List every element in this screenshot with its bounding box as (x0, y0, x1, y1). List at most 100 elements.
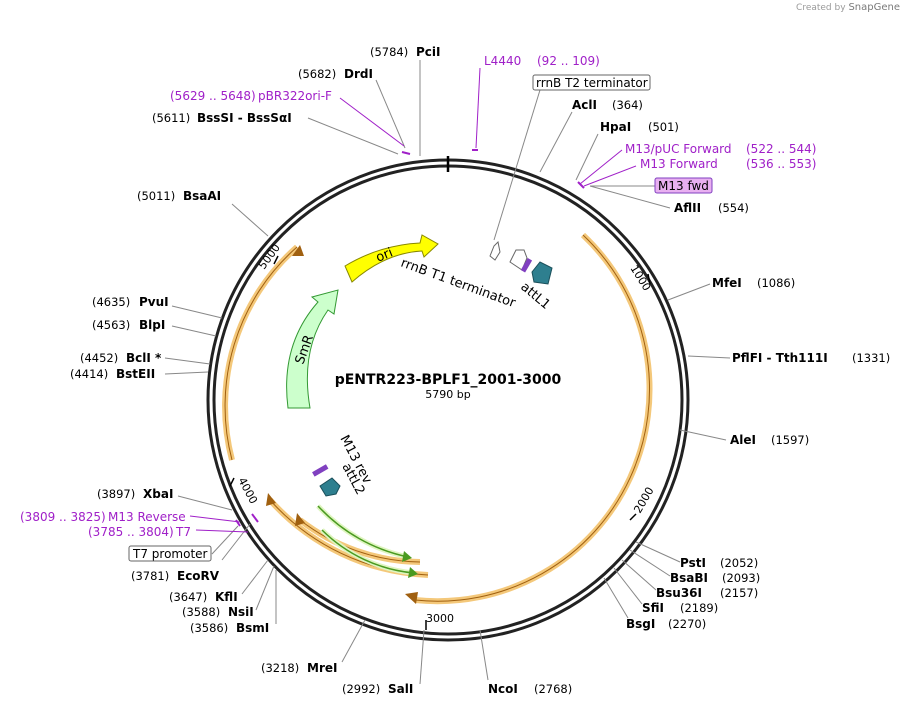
leader-l4440 (475, 67, 481, 149)
primer-l4440-range: (92 .. 109) (537, 54, 600, 68)
green-arrow-1-head (402, 551, 412, 562)
enzyme-bsu36i: Bsu36I (656, 586, 702, 600)
rrnb-t1-arrow (509, 249, 528, 271)
feature-smr: SmR (286, 289, 339, 409)
enzyme-bcli: BclI * (126, 351, 162, 365)
rrnb-t2-arrow (489, 240, 501, 261)
leader-t7 (195, 529, 249, 533)
attl1-label: attL1 (517, 280, 552, 313)
leader-mrei (341, 619, 366, 663)
primer-t7: T7 (175, 525, 191, 539)
enzyme-bsssi: BssSI - BssSαI (197, 111, 292, 125)
leader-m13fwd-primer (583, 165, 637, 187)
tick-label-4000: 4000 (235, 475, 260, 506)
enzyme-bsaai-pos: (5011) (137, 189, 175, 203)
leader-rrnb-t2 (493, 89, 541, 241)
leader-hpai (575, 133, 599, 181)
leader-bsaai (231, 203, 269, 237)
m13rev-mark (312, 464, 329, 477)
enzyme-kfli: KflI (215, 590, 238, 604)
enzyme-bsgi-pos: (2270) (668, 617, 706, 631)
enzyme-bsabi: BsaBI (670, 571, 708, 585)
enzyme-acli-pos: (364) (612, 98, 643, 112)
enzyme-alei: AleI (730, 433, 756, 447)
green-arrows (316, 504, 418, 578)
attl1-primer-mark (520, 257, 533, 273)
leader-bsteii (164, 371, 209, 375)
leader-bsssi (307, 117, 399, 155)
leader-bsabi (629, 549, 671, 577)
orf-arrow-left (292, 245, 304, 256)
enzyme-bsu36i-pos: (2157) (720, 586, 758, 600)
enzyme-kfli-pos: (3647) (169, 590, 207, 604)
leader-m13rev (189, 515, 241, 523)
enzyme-pflfi-pos: (1331) (852, 351, 890, 365)
leader-bsu36i (621, 559, 657, 591)
scale-ticks: 1000 2000 3000 4000 5000 (229, 241, 657, 630)
mark-pbr322ori (401, 151, 411, 155)
enzyme-nsii-pos: (3588) (182, 605, 220, 619)
enzyme-sfii: SfiI (642, 601, 664, 615)
enzyme-hpai: HpaI (600, 120, 631, 134)
enzyme-bsssi-pos: (5611) (152, 111, 190, 125)
enzyme-ncoi: NcoI (488, 682, 518, 696)
enzyme-psti-pos: (2052) (720, 556, 758, 570)
enzyme-acli: AclI (572, 98, 597, 112)
tick-label-3000: 3000 (426, 612, 454, 625)
primer-t7-range: (3785 .. 3804) (88, 525, 174, 539)
rrnb-t2-box (532, 74, 651, 91)
leader-ecorv (221, 523, 251, 561)
enzyme-bsteii-pos: (4414) (70, 367, 108, 381)
orf-arcs (222, 232, 653, 605)
leader-xbai (177, 495, 233, 511)
smr-arrow (286, 289, 339, 409)
enzyme-bsmi: BsmI (236, 621, 269, 635)
leader-blpi (171, 325, 217, 337)
enzyme-bsabi-pos: (2093) (722, 571, 760, 585)
m13fwd-box-label: M13 fwd (658, 179, 709, 193)
enzyme-labels: (5784) PciI (5682) DrdI (5611) BssSI - B… (70, 45, 890, 696)
green-arrow-1-edge (317, 505, 409, 558)
primer-l4440: L4440 (484, 54, 521, 68)
orf-arc-left-core (224, 246, 298, 461)
plasmid-name: pENTR223-BPLF1_2001-3000 (335, 372, 562, 388)
m13fwd-box (654, 177, 713, 194)
enzyme-bsgi: BsgI (626, 617, 655, 631)
orf-arc-left (222, 244, 299, 461)
leader-bcli (164, 357, 211, 365)
rrnb-t1-label: rrnB T1 terminator (399, 256, 518, 312)
enzyme-aflii-pos: (554) (718, 201, 749, 215)
primer-leaders (189, 67, 637, 533)
primer-m13puc: M13/pUC Forward (625, 142, 732, 156)
primer-labels: L4440 (92 .. 109) (5629 .. 5648) pBR322o… (20, 54, 816, 539)
leader-nsii (255, 565, 275, 611)
enzyme-bsmi-pos: (3586) (190, 621, 228, 635)
enzyme-ncoi-pos: (2768) (534, 682, 572, 696)
enzyme-psti: PstI (680, 556, 706, 570)
enzyme-nsii: NsiI (228, 605, 254, 619)
plasmid-length: 5790 bp (425, 388, 470, 401)
mark-m13fwd (577, 181, 585, 189)
leader-t7-promoter (211, 525, 239, 555)
leader-drdi (375, 79, 406, 149)
enzyme-blpi: BlpI (139, 318, 165, 332)
credit-prefix: Created by (796, 3, 846, 13)
enzyme-drdi-pos: (5682) (298, 67, 336, 81)
leader-aflii (589, 185, 671, 209)
snapgene-logo: SnapGene (848, 2, 900, 13)
green-arrow-2-edge (321, 529, 415, 574)
boxed-labels: rrnB T2 terminator T7 promoter M13 fwd (128, 74, 713, 562)
enzyme-blpi-pos: (4563) (92, 318, 130, 332)
tick-4000 (229, 477, 235, 487)
enzyme-aflii: AflII (674, 201, 701, 215)
enzyme-pflfi: PflFI - Tth111I (732, 351, 828, 365)
feature-attl2: M13 rev attL2 (312, 433, 375, 498)
orf-arrow-bottom-2 (295, 513, 305, 526)
attl1-arrow (531, 261, 553, 285)
leader-m13puc (579, 149, 623, 185)
primer-m13rev: M13 Reverse (108, 510, 186, 524)
leader-alei (679, 429, 727, 441)
enzyme-mrei: MreI (307, 661, 337, 675)
enzyme-mfei: MfeI (712, 276, 742, 290)
